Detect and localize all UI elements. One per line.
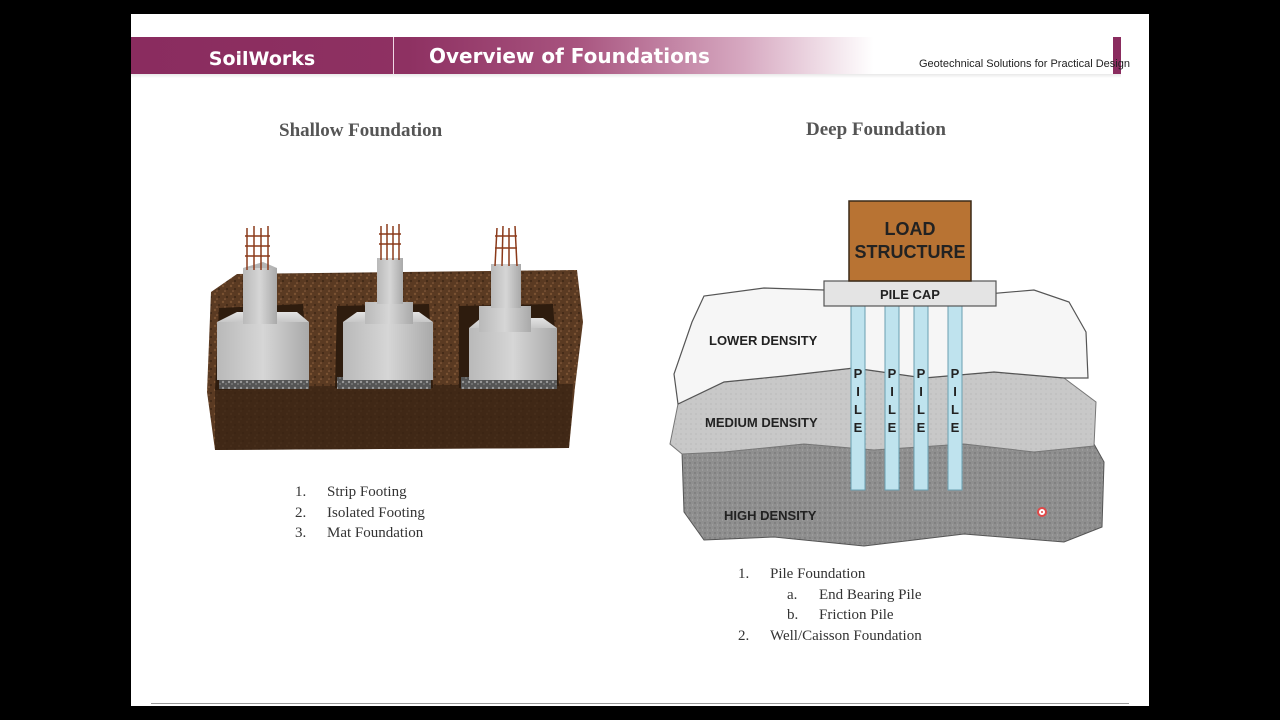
list-item: 2.Well/Caisson Foundation (738, 627, 922, 644)
list-subitem: b.Friction Pile (787, 607, 894, 623)
pile-label: P I L E (888, 366, 897, 435)
svg-text:P: P (917, 366, 926, 381)
svg-text:I: I (890, 384, 894, 399)
slide: SoilWorks Overview of Foundations Geotec… (131, 14, 1149, 706)
deep-foundation-heading: Deep Foundation (806, 119, 946, 140)
load-label-line2: STRUCTURE (855, 242, 966, 262)
brand-name: SoilWorks (208, 48, 316, 70)
svg-text:L: L (917, 402, 925, 417)
svg-text:L: L (951, 402, 959, 417)
svg-text:P: P (888, 366, 897, 381)
footer-divider (151, 703, 1129, 704)
layer-label-medium: MEDIUM DENSITY (705, 415, 818, 430)
list-item: 1.Pile Foundation (738, 566, 866, 582)
shallow-foundation-illustration (207, 224, 583, 450)
load-structure-box (848, 200, 972, 282)
header-divider (393, 37, 394, 74)
svg-text:P: P (951, 366, 960, 381)
deep-foundation-list: 1.Pile Foundation a.End Bearing Pile b.F… (738, 564, 922, 646)
shallow-foundation-list: 1.Strip Footing 2.Isolated Footing 3.Mat… (295, 482, 425, 544)
list-item: 2.Isolated Footing (295, 504, 425, 521)
deep-foundation-diagram: LOWER DENSITY MEDIUM DENSITY HIGH DENSIT… (669, 200, 1105, 547)
svg-text:E: E (917, 420, 926, 435)
pile-label: P I L E (917, 366, 926, 435)
svg-text:L: L (854, 402, 862, 417)
svg-text:E: E (888, 420, 897, 435)
tagline: Geotechnical Solutions for Practical Des… (919, 58, 1130, 70)
list-item: 3.Mat Foundation (295, 525, 424, 541)
list-subitem: a.End Bearing Pile (787, 586, 922, 603)
svg-text:I: I (919, 384, 923, 399)
svg-text:P: P (854, 366, 863, 381)
shallow-foundation-heading: Shallow Foundation (279, 120, 443, 141)
layer-label-high: HIGH DENSITY (724, 508, 817, 523)
svg-text:E: E (854, 420, 863, 435)
slide-title: Overview of Foundations (429, 44, 710, 68)
pile-cap-label: PILE CAP (880, 287, 940, 302)
load-label-line1: LOAD (885, 219, 936, 239)
list-item: 1.Strip Footing (295, 484, 407, 500)
header-accent-bar (1113, 37, 1121, 74)
pointer-indicator (1037, 507, 1047, 517)
pile-label: P I L E (854, 366, 863, 435)
svg-text:I: I (856, 384, 860, 399)
svg-text:I: I (953, 384, 957, 399)
header-shadow (131, 74, 1121, 78)
pile-label: P I L E (951, 366, 960, 435)
layer-label-lower: LOWER DENSITY (709, 333, 818, 348)
header-band: SoilWorks Overview of Foundations (131, 37, 1121, 74)
svg-text:L: L (888, 402, 896, 417)
svg-text:E: E (951, 420, 960, 435)
